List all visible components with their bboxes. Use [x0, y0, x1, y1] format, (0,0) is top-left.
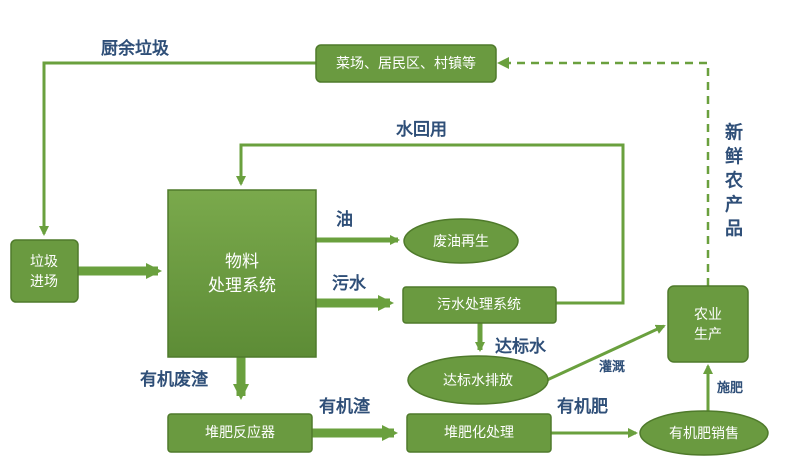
node-waste-oil: 废油再生 [403, 218, 519, 264]
node-sewage-treatment: 污水处理系统 [402, 286, 557, 324]
arrow-kitchen-waste [39, 61, 316, 236]
node-vegetable-market: 菜场、居民区、村镇等 [315, 44, 497, 83]
node-label: 物料处理系统 [208, 252, 276, 296]
node-label: 有机肥销售 [669, 426, 739, 442]
arrow-water-reuse [236, 143, 625, 305]
label-oil: 油 [336, 209, 353, 230]
node-label: 达标水排放 [443, 373, 513, 389]
arrow-fresh-produce [497, 57, 710, 286]
node-label: 废油再生 [433, 234, 489, 250]
label-organic-waste: 有机废渣 [140, 369, 209, 390]
label-standard-water: 达标水 [495, 336, 547, 357]
label-water-reuse: 水回用 [396, 119, 447, 140]
label-fertilizing: 施肥 [717, 380, 743, 396]
node-label: 污水处理系统 [437, 297, 521, 313]
label-organic-residue: 有机渣 [319, 396, 371, 417]
node-label: 堆肥化处理 [444, 425, 514, 441]
label-sewage: 污水 [332, 273, 367, 294]
label-irrigation: 灌溉 [599, 359, 625, 375]
node-agriculture: 农业生产 [667, 285, 749, 363]
node-standard-discharge: 达标水排放 [407, 355, 549, 405]
label-organic-fertilizer: 有机肥 [557, 396, 608, 417]
node-label: 堆肥反应器 [205, 424, 275, 441]
node-material-system: 物料处理系统 [167, 189, 317, 358]
label-fresh-produce: 新鲜农产品 [724, 121, 743, 239]
node-garbage-intake: 垃圾进场 [10, 239, 79, 303]
node-label: 垃圾进场 [30, 254, 58, 290]
node-compost-processing: 堆肥化处理 [406, 413, 552, 453]
node-label: 农业生产 [694, 307, 722, 343]
label-kitchen-waste: 厨余垃圾 [101, 38, 170, 59]
node-fertilizer-sales: 有机肥销售 [639, 410, 769, 456]
node-label: 菜场、居民区、村镇等 [336, 55, 476, 72]
node-compost-reactor: 堆肥反应器 [167, 413, 313, 453]
arrow-irrigation [546, 324, 666, 382]
